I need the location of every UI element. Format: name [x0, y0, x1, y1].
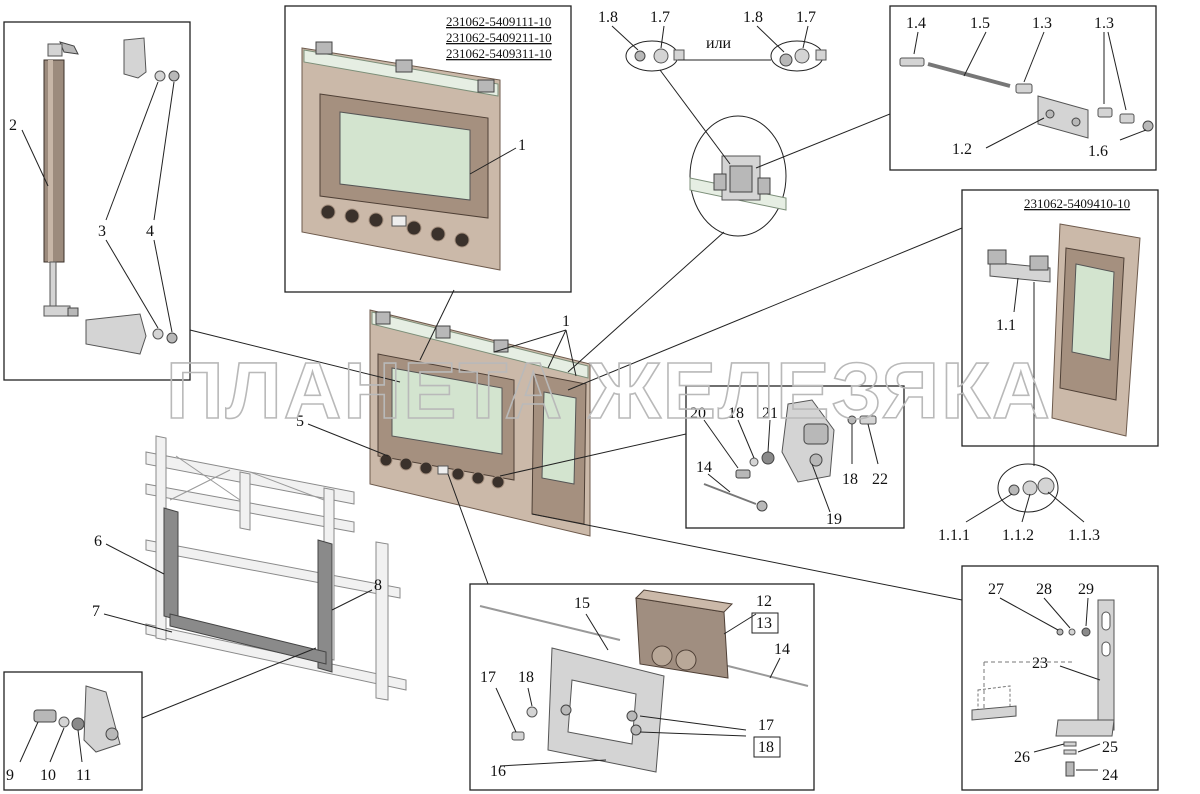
label-13: 13 — [756, 615, 772, 632]
label-11: 11 — [76, 767, 91, 784]
side-panel-detail — [987, 223, 1141, 437]
label-15: 15 — [574, 595, 590, 612]
lower-bracket — [85, 313, 147, 355]
part-number-top-c: 231062-5409311-10 — [446, 46, 552, 61]
label-14-lock: 14 — [774, 641, 790, 658]
nut-upper — [168, 70, 180, 82]
main-hatch-assembly — [369, 309, 591, 537]
label-1-7-a: 1.7 — [650, 9, 670, 26]
gas-strut — [43, 41, 79, 317]
label-10: 10 — [40, 767, 56, 784]
part-number-top-b: 231062-5409211-10 — [446, 30, 552, 45]
label-22: 22 — [872, 471, 888, 488]
lock-mechanism — [479, 589, 809, 773]
label-5: 5 — [296, 413, 304, 430]
detail-box-bracket — [961, 565, 1159, 791]
label-13-frame — [751, 612, 779, 634]
label-14-latch: 14 — [696, 459, 712, 476]
or-word: или — [706, 35, 732, 52]
label-4: 4 — [146, 223, 154, 240]
label-18-frame — [753, 736, 781, 758]
washer-lower — [152, 328, 164, 340]
label-21: 21 — [762, 405, 778, 422]
latch-parts — [703, 399, 877, 512]
label-3: 3 — [98, 223, 106, 240]
label-12: 12 — [756, 593, 772, 610]
callout-ellipse-hinge — [689, 115, 787, 237]
label-1-1: 1.1 — [996, 317, 1016, 334]
label-19: 19 — [826, 511, 842, 528]
label-18-b: 18 — [758, 739, 774, 756]
label-1-3-b: 1.3 — [1094, 15, 1114, 32]
label-7: 7 — [92, 603, 100, 620]
bracket-parts — [971, 599, 1115, 777]
part-number-top-a: 231062-5409111-10 — [446, 14, 551, 29]
label-26: 26 — [1014, 749, 1030, 766]
callout-ellipse-washers — [997, 463, 1059, 513]
detail-box-lock-pin — [3, 671, 143, 791]
label-6: 6 — [94, 533, 102, 550]
label-18-a: 18 — [518, 669, 534, 686]
label-17-b: 17 — [758, 717, 774, 734]
hinge-closeup — [689, 155, 787, 211]
label-1-main: 1 — [562, 313, 570, 330]
label-16: 16 — [490, 763, 506, 780]
label-1-1-1: 1.1.1 — [938, 527, 970, 544]
label-17-a: 17 — [480, 669, 496, 686]
watermark-text: ПЛАНЕТА ЖЕЛЕЗЯКА — [166, 346, 1052, 435]
label-2: 2 — [9, 117, 17, 134]
label-1-5: 1.5 — [970, 15, 990, 32]
upper-bracket — [123, 37, 147, 79]
nut-lower — [166, 332, 178, 344]
label-28: 28 — [1036, 581, 1052, 598]
hatch-panel-detail — [301, 41, 501, 271]
part-number-right: 231062-5409410-10 — [1024, 196, 1130, 211]
label-29: 29 — [1078, 581, 1094, 598]
label-20: 20 — [690, 405, 706, 422]
label-1-4: 1.4 — [906, 15, 926, 32]
label-1-top: 1 — [518, 137, 526, 154]
hinge-parts — [899, 57, 1154, 139]
label-25: 25 — [1102, 739, 1118, 756]
label-1-8-b: 1.8 — [743, 9, 763, 26]
label-24: 24 — [1102, 767, 1118, 784]
label-23: 23 — [1032, 655, 1048, 672]
label-1-1-3: 1.1.3 — [1068, 527, 1100, 544]
washer-upper — [154, 70, 166, 82]
label-1-6: 1.6 — [1088, 143, 1108, 160]
label-1-7-b: 1.7 — [796, 9, 816, 26]
label-27: 27 — [988, 581, 1004, 598]
label-1-2: 1.2 — [952, 141, 972, 158]
label-18-d: 18 — [842, 471, 858, 488]
label-1-8-a: 1.8 — [598, 9, 618, 26]
label-8: 8 — [374, 577, 382, 594]
label-1-1-2: 1.1.2 — [1002, 527, 1034, 544]
label-1-3-a: 1.3 — [1032, 15, 1052, 32]
label-18-c: 18 — [728, 405, 744, 422]
body-frame-structure — [145, 435, 407, 701]
label-9: 9 — [6, 767, 14, 784]
